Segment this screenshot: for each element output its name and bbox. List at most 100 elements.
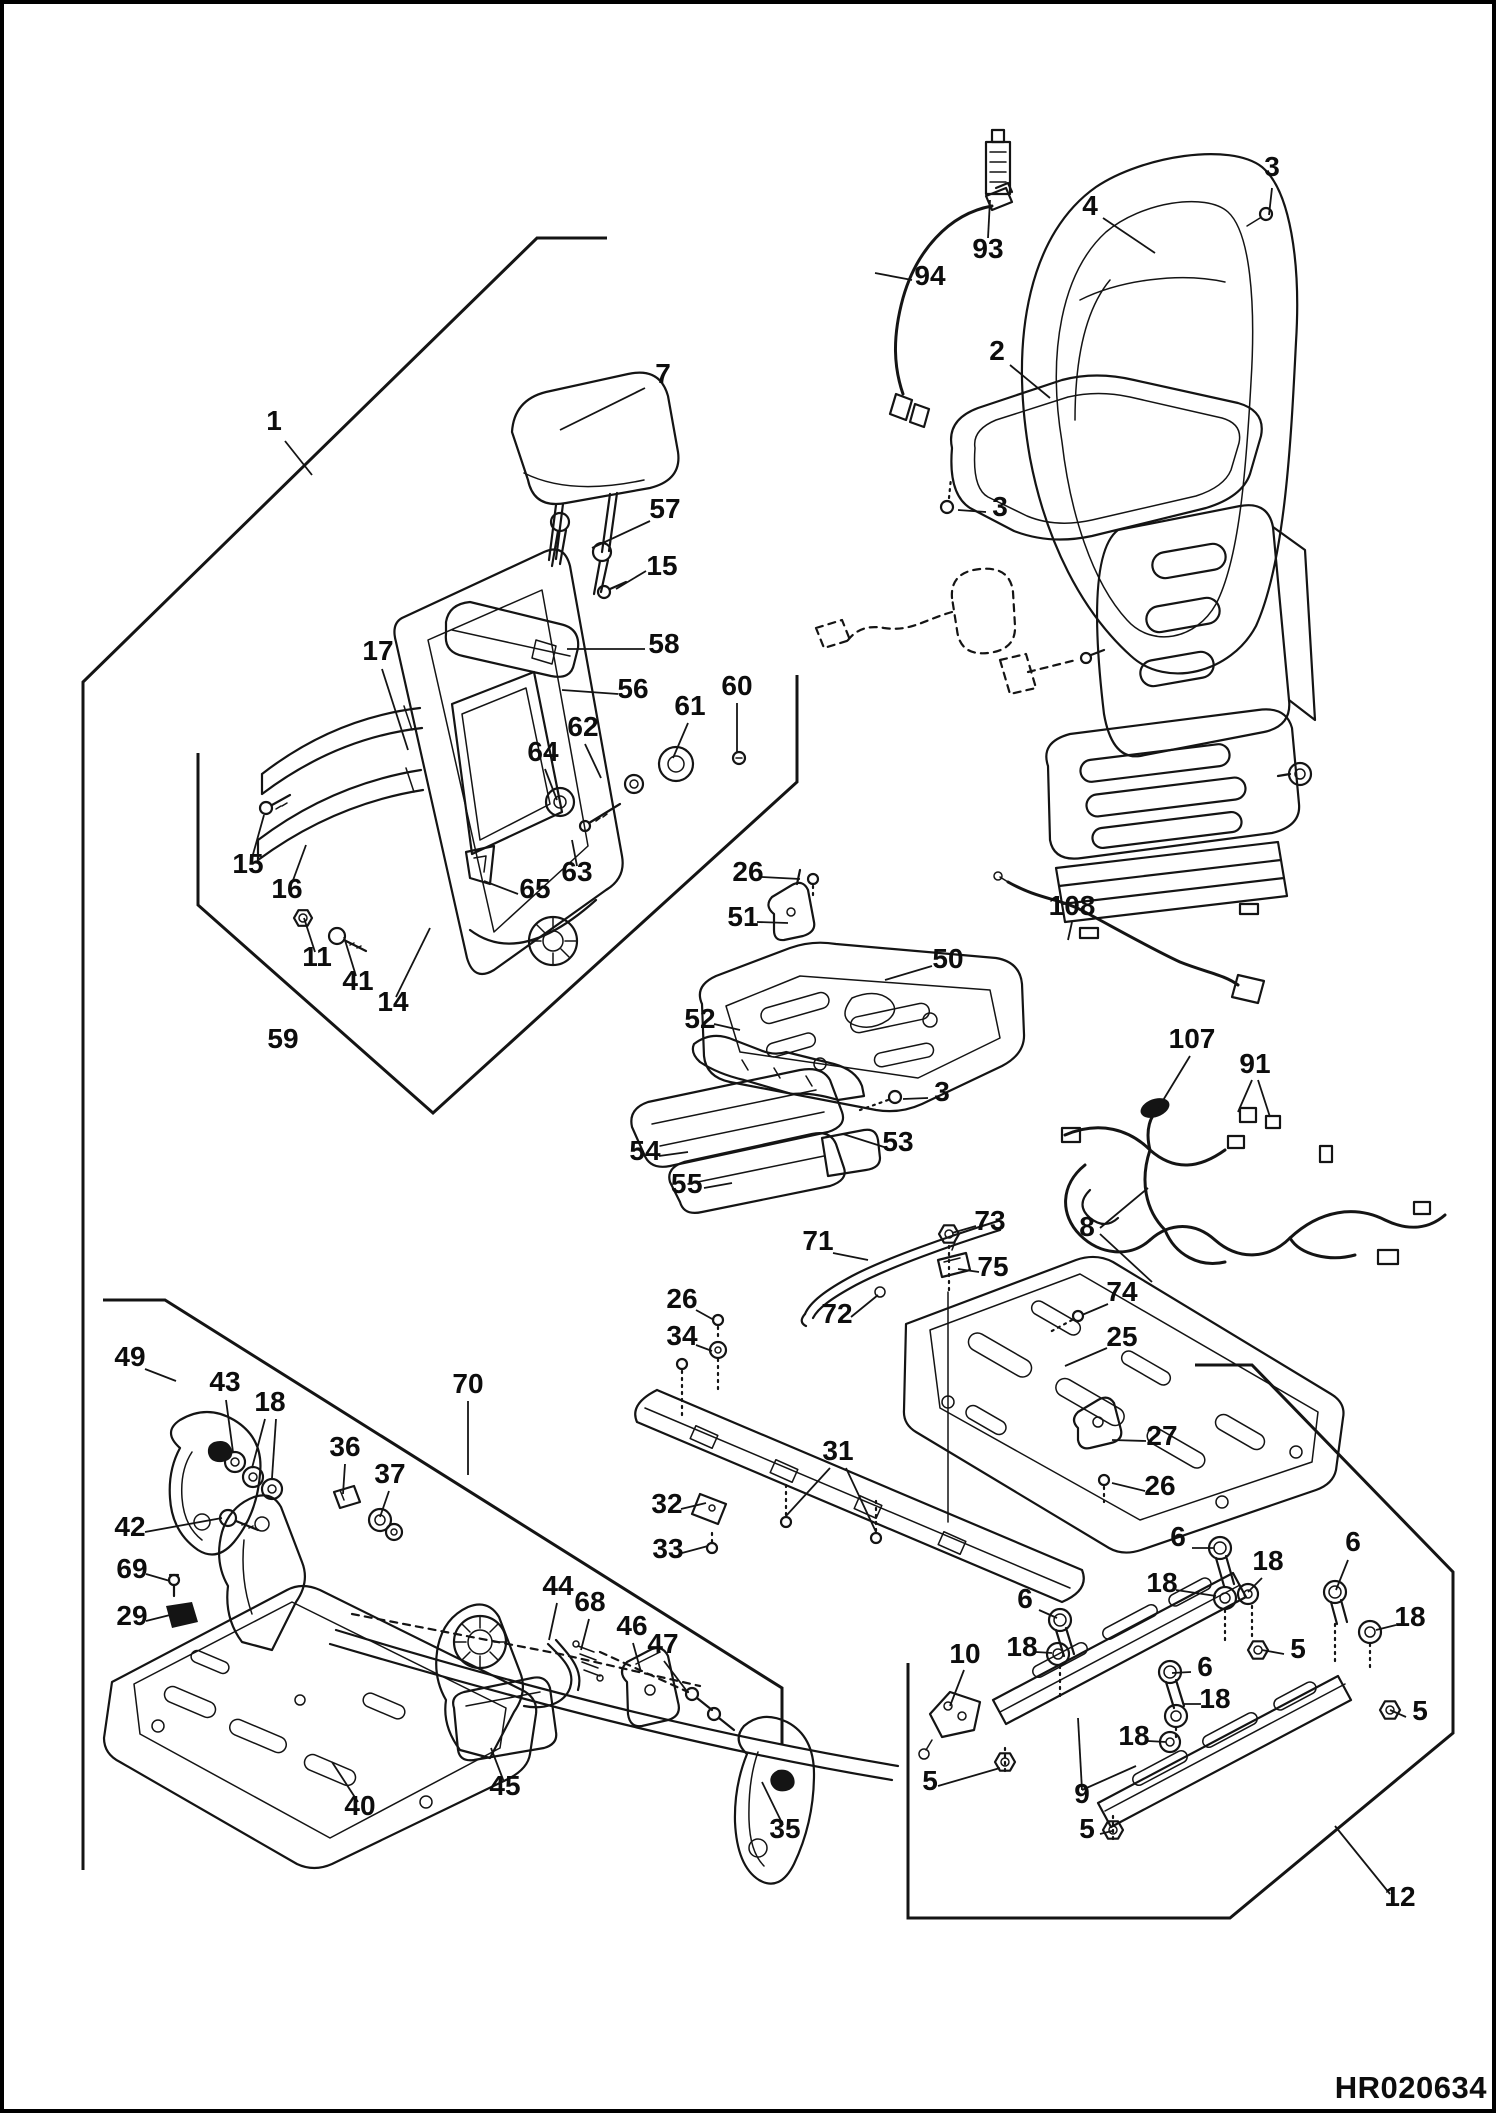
- leader-line: [580, 1618, 590, 1651]
- leader-line: [1111, 1482, 1146, 1492]
- seat-rails-group: [918, 1535, 1402, 1844]
- part-label-60: 60: [721, 670, 752, 701]
- part-label-15: 15: [232, 848, 263, 879]
- part-label-6: 6: [1345, 1526, 1361, 1557]
- leader-line: [144, 1517, 223, 1533]
- group-boundary: [103, 1298, 784, 1745]
- part-label-107: 107: [1169, 1023, 1216, 1054]
- leader-line: [291, 844, 307, 884]
- leader-line: [761, 876, 801, 880]
- seat-base-group: [102, 1410, 900, 1870]
- leader-line: [957, 1268, 980, 1273]
- part-label-73: 73: [974, 1205, 1005, 1236]
- leader-line: [850, 1294, 879, 1318]
- leader-line: [842, 1133, 885, 1148]
- leader-line: [1175, 1589, 1217, 1597]
- part-label-54: 54: [629, 1135, 661, 1166]
- part-label-108: 108: [1049, 890, 1096, 921]
- leader-line: [483, 880, 519, 895]
- leader-line: [1081, 1303, 1109, 1316]
- part-label-47: 47: [647, 1628, 678, 1659]
- part-label-46: 46: [616, 1610, 647, 1641]
- part-label-71: 71: [802, 1225, 833, 1256]
- front-frame-part: [634, 1313, 1085, 1604]
- part-label-6: 6: [1170, 1521, 1186, 1552]
- part-label-11: 11: [302, 941, 332, 972]
- leader-lines: [144, 187, 1407, 1895]
- leader-line: [1035, 1651, 1053, 1654]
- recliner-knob-parts: [544, 745, 747, 833]
- leader-line: [832, 1252, 869, 1261]
- part-label-57: 57: [649, 493, 680, 524]
- leader-line: [703, 1182, 733, 1189]
- part-label-63: 63: [561, 856, 592, 887]
- part-label-41: 41: [342, 965, 373, 996]
- part-label-44: 44: [542, 1570, 574, 1601]
- leader-line: [571, 839, 578, 867]
- leader-line: [1099, 1830, 1113, 1835]
- part-label-62: 62: [567, 711, 598, 742]
- part-label-93: 93: [972, 233, 1003, 264]
- part-label-26: 26: [732, 856, 763, 887]
- part-label-36: 36: [329, 1431, 360, 1462]
- leader-line: [951, 1225, 977, 1234]
- leader-line: [1077, 1717, 1083, 1791]
- leader-line: [1161, 1055, 1191, 1103]
- leader-line: [1268, 187, 1273, 216]
- leader-line: [1067, 921, 1073, 941]
- harness-108-part: [993, 871, 1266, 1005]
- leader-line: [874, 272, 913, 281]
- leader-line: [632, 1642, 642, 1673]
- part-label-18: 18: [1394, 1601, 1425, 1632]
- leader-line: [957, 509, 987, 513]
- leader-line: [1375, 1624, 1397, 1631]
- armrest-arms-part: [256, 705, 425, 862]
- part-label-18: 18: [1118, 1720, 1149, 1751]
- part-label-59: 59: [267, 1023, 298, 1054]
- leader-line: [1237, 1079, 1253, 1113]
- part-label-52: 52: [684, 1003, 715, 1034]
- leader-line: [271, 1418, 277, 1479]
- leader-line: [561, 689, 619, 695]
- part-label-18: 18: [254, 1386, 285, 1417]
- leader-line: [785, 1467, 831, 1517]
- backrest-frame-part: [393, 548, 624, 976]
- leader-line: [1038, 1609, 1058, 1619]
- part-label-18: 18: [1006, 1631, 1037, 1662]
- part-label-5: 5: [1290, 1633, 1306, 1664]
- group-boundary: [196, 675, 799, 1116]
- part-label-51: 51: [727, 901, 758, 932]
- part-label-91: 91: [1239, 1048, 1270, 1079]
- leader-line: [937, 1767, 1001, 1787]
- leader-line: [1102, 217, 1156, 254]
- part-label-58: 58: [648, 628, 679, 659]
- leader-line: [1335, 1559, 1349, 1591]
- backrest-harness-part: [888, 181, 1014, 429]
- part-label-43: 43: [209, 1366, 240, 1397]
- main-harness-part: [1060, 1098, 1447, 1266]
- part-label-29: 29: [116, 1600, 147, 1631]
- leader-line: [663, 1660, 687, 1691]
- leader-line: [284, 440, 313, 476]
- part-label-2: 2: [989, 335, 1005, 366]
- part-label-9: 9: [1074, 1778, 1090, 1809]
- leader-line: [949, 1669, 965, 1707]
- leader-line: [761, 1781, 784, 1826]
- part-label-55: 55: [671, 1168, 703, 1199]
- seat-switch-dashed-part: [814, 567, 1106, 696]
- leader-line: [1334, 1825, 1391, 1895]
- leader-line: [251, 1418, 266, 1469]
- part-label-68: 68: [574, 1586, 605, 1617]
- part-label-70: 70: [452, 1368, 483, 1399]
- part-label-17: 17: [362, 635, 393, 666]
- leader-line: [342, 1463, 346, 1495]
- latch-bracket-part: [767, 868, 820, 942]
- part-label-34: 34: [666, 1320, 698, 1351]
- side-cover-35-part: [733, 1715, 816, 1885]
- leader-line: [695, 1309, 715, 1321]
- leader-line: [1257, 1079, 1271, 1118]
- leader-line: [145, 1573, 171, 1582]
